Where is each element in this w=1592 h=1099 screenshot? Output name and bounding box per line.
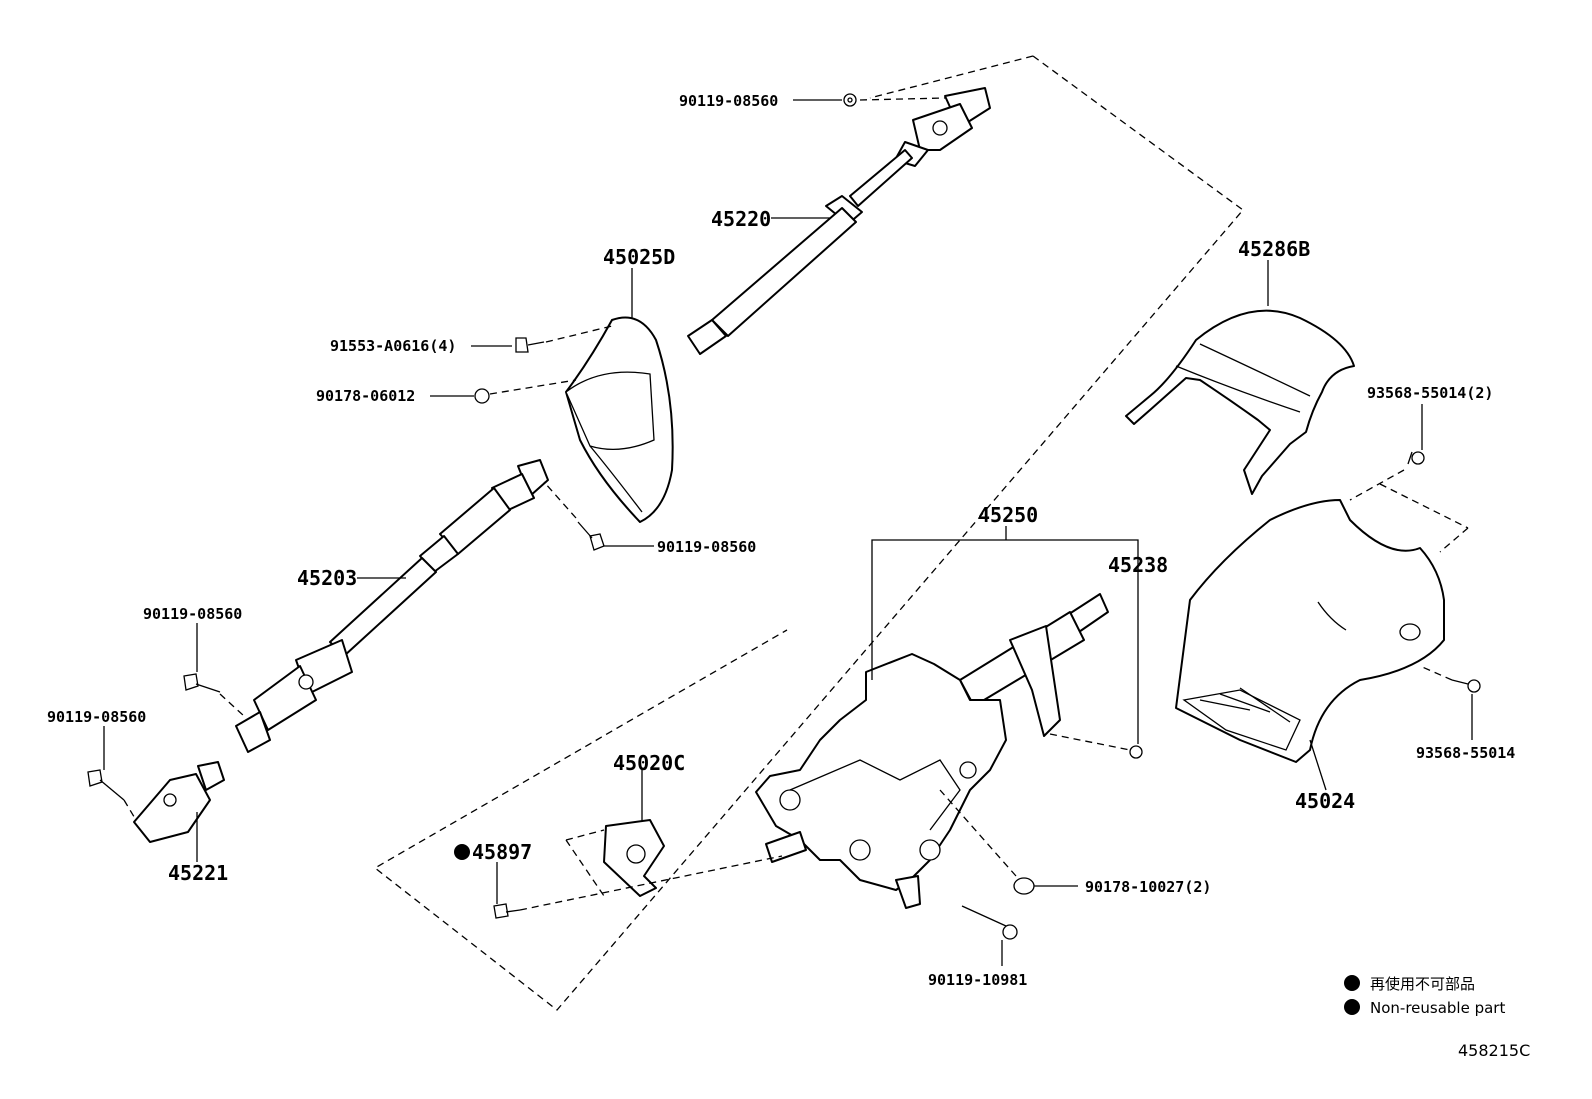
steering-column-assembly-45250 [755,593,1109,909]
legend-bullet-en [1344,999,1360,1015]
legend: 再使用不可部品 Non-reusable part [1344,975,1505,1017]
label-45897: 45897 [472,840,532,864]
nut-90178-10027 [1013,877,1035,895]
lower-column-cover-45024 [1175,499,1445,763]
label-45020C: 45020C [613,751,685,775]
legend-jp: 再使用不可部品 [1370,975,1475,993]
label-90178-10027: 90178-10027(2) [1085,878,1211,896]
column-bracket-45020C [565,819,665,897]
screw-93568-55014 [1451,679,1481,693]
fasteners [87,93,1481,940]
bolt-45897 [493,903,521,919]
nut-90178-06012 [474,388,490,404]
assembly-boundary-upper [373,55,1244,1011]
bolt-90119-08560-left2 [87,769,125,801]
steering-intermediate-shaft-45203 [235,459,549,753]
label-93568-55014: 93568-55014 [1416,744,1515,762]
diagram-code: 458215C [1458,1041,1530,1060]
legend-en: Non-reusable part [1370,999,1505,1017]
label-90119-08560-top: 90119-08560 [679,92,778,110]
label-45024: 45024 [1295,789,1355,813]
steering-sliding-yoke-45221 [133,761,225,843]
label-90119-08560-left1: 90119-08560 [143,605,242,623]
nut-45238 [1129,745,1143,759]
legend-bullet-jp [1344,975,1360,991]
part-labels: 90119-08560 45220 45025D 91553-A0616(4) … [47,92,1515,989]
label-45286B: 45286B [1238,237,1310,261]
label-45220: 45220 [711,207,771,231]
upper-column-cover-45286B [1125,309,1355,495]
label-93568-55014-2: 93568-55014(2) [1367,384,1493,402]
bolt-90119-08560-left1 [183,673,221,693]
bolt-90119-08560-mid [577,521,605,551]
label-45250: 45250 [978,503,1038,527]
screw-93568-55014-2 [1407,451,1425,465]
label-90119-10981: 90119-10981 [928,971,1027,989]
label-45238: 45238 [1108,553,1168,577]
label-90119-08560-mid: 90119-08560 [657,538,756,556]
label-45025D: 45025D [603,245,675,269]
label-90119-08560-left2: 90119-08560 [47,708,146,726]
bolt-90119-08560-top [843,93,857,107]
non-reusable-marker-45897 [454,844,470,860]
label-45221: 45221 [168,861,228,885]
leader-lines [103,97,1473,966]
screw-91553-A0616 [515,337,545,353]
column-hole-cover-45025D [565,316,674,523]
label-90178-06012: 90178-06012 [316,387,415,405]
intermediate-shaft-45220 [687,87,991,355]
label-45203: 45203 [297,566,357,590]
bolt-90119-10981 [961,905,1018,940]
label-91553-A0616: 91553-A0616(4) [330,337,456,355]
